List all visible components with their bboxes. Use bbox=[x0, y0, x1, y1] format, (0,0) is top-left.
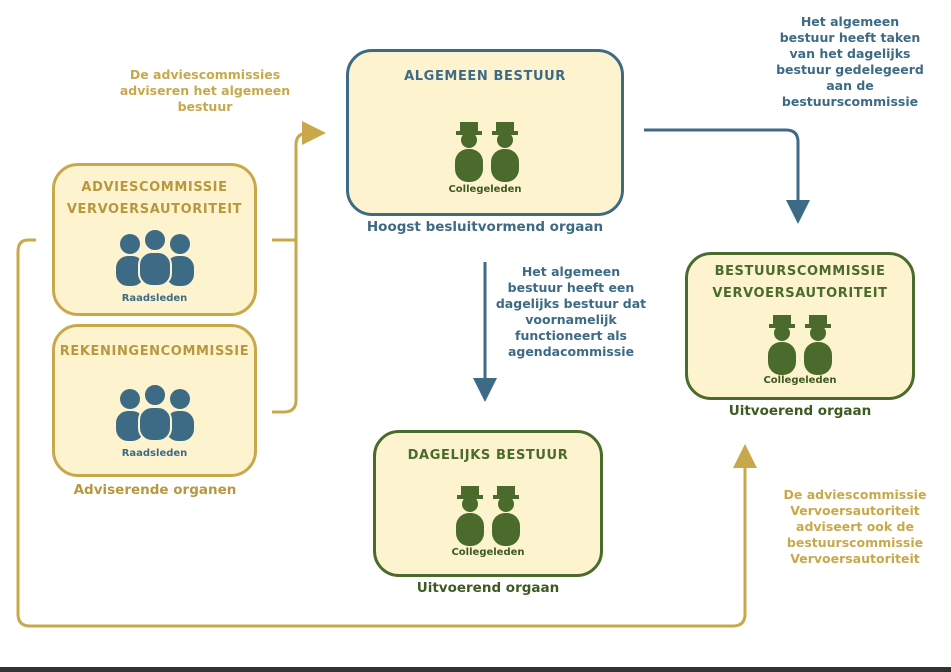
rekeningencommissie-caption: Raadsleden bbox=[121, 448, 188, 459]
note-advies-also: De adviescommissie Vervoersautoriteit ad… bbox=[783, 487, 927, 566]
dagelijks-bestuur-box: DAGELIJKS BESTUUR Collegeleden bbox=[373, 430, 603, 577]
top-hat-people-icon bbox=[768, 315, 832, 375]
algemeen-bestuur-title: ALGEMEEN BESTUUR bbox=[404, 69, 566, 84]
rekening-to-ab-connector bbox=[272, 240, 298, 414]
top-hat-people-icon bbox=[455, 122, 519, 182]
uitvoerend-orgaan-db-label: Uitvoerend orgaan bbox=[416, 580, 560, 596]
rekeningencommissie-box: REKENINGENCOMMISSIE Raadsleden bbox=[52, 324, 257, 477]
uitvoerend-orgaan-bc-label: Uitvoerend orgaan bbox=[728, 403, 872, 419]
bottom-border bbox=[0, 667, 951, 672]
adviescommissie-title-line1: ADVIESCOMMISSIE bbox=[81, 180, 228, 195]
adviescommissie-caption: Raadsleden bbox=[121, 293, 188, 304]
algemeen-bestuur-box: ALGEMEEN BESTUUR Collegeleden bbox=[346, 49, 624, 216]
bestuurscommissie-box: BESTUURSCOMMISSIE VERVOERSAUTORITEIT Col… bbox=[685, 252, 915, 400]
adviserende-organen-label: Adviserende organen bbox=[73, 482, 237, 498]
bestuurscommissie-caption: Collegeleden bbox=[763, 375, 837, 386]
note-ab-has-db: Het algemeen bestuur heeft een dagelijks… bbox=[495, 264, 647, 359]
algemeen-bestuur-caption: Collegeleden bbox=[448, 184, 522, 195]
people-group-icon bbox=[116, 385, 194, 442]
ab-to-bestuurscommissie-arrow bbox=[644, 128, 810, 224]
bestuurscommissie-title-line1: BESTUURSCOMMISSIE bbox=[714, 264, 886, 279]
people-group-icon bbox=[116, 230, 194, 287]
note-advies-to-ab: De adviescommissies adviseren het algeme… bbox=[119, 67, 291, 114]
advies-to-bestuurscommissie-loop bbox=[16, 238, 757, 628]
adviescommissie-title-line2: VERVOERSAUTORITEIT bbox=[66, 202, 243, 217]
dagelijks-bestuur-title: DAGELIJKS BESTUUR bbox=[407, 448, 569, 463]
bestuurscommissie-title-line2: VERVOERSAUTORITEIT bbox=[712, 286, 888, 301]
hoogst-besluitvormend-label: Hoogst besluitvormend orgaan bbox=[366, 219, 604, 235]
top-hat-people-icon bbox=[456, 486, 520, 546]
dagelijks-bestuur-caption: Collegeleden bbox=[451, 547, 525, 558]
rekeningencommissie-title: REKENINGENCOMMISSIE bbox=[59, 344, 250, 359]
note-ab-delegates: Het algemeen bestuur heeft taken van het… bbox=[776, 14, 924, 109]
advies-to-ab-connector bbox=[272, 121, 326, 242]
adviescommissie-box: ADVIESCOMMISSIE VERVOERSAUTORITEIT Raads… bbox=[52, 163, 257, 316]
